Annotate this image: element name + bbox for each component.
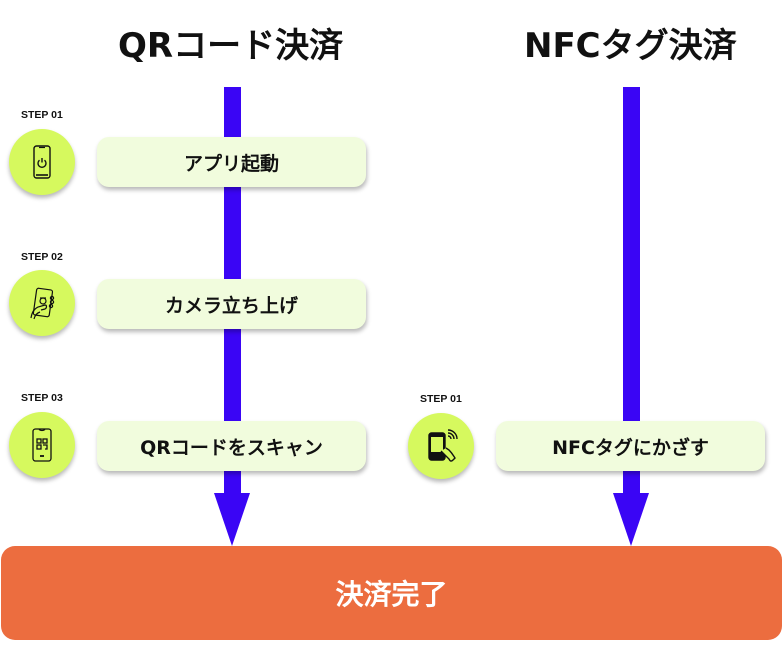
qr-step-2-label: STEP 02 [21,251,63,263]
qr-step-1-box: アプリ起動 [97,137,366,187]
qr-step-1-label: STEP 01 [21,109,63,121]
qr-payment-title: QRコード決済 [118,26,344,66]
nfc-step-1-label: STEP 01 [420,393,462,405]
phone-nfc-tap-icon [428,429,458,462]
nfc-payment-title: NFCタグ決済 [524,26,737,66]
qr-step-3-box: QRコードをスキャン [97,421,366,471]
qr-step-1-icon-circle [9,129,75,195]
qr-step-2-icon-circle [9,270,75,336]
nfc-step-1-box: NFCタグにかざす [496,421,765,471]
qr-step-2-box: カメラ立ち上げ [97,279,366,329]
nfc-flow-arrow-shaft [623,87,640,495]
qr-step-1-text: アプリ起動 [183,152,279,175]
qr-step-2-text: カメラ立ち上げ [164,294,298,317]
phone-qr-code-icon [32,428,52,462]
hand-phone-camera-icon [30,287,55,320]
nfc-step-1-text: NFCタグにかざす [552,436,709,459]
nfc-step-1-icon-circle [408,413,474,479]
qr-step-3-label: STEP 03 [21,392,63,404]
phone-power-icon [33,145,51,179]
payment-complete-text: 決済完了 [335,578,448,611]
nfc-flow-arrow-head [613,493,649,546]
payment-complete-box: 決済完了 [1,546,782,640]
qr-step-3-icon-circle [9,412,75,478]
qr-flow-arrow-head [214,493,250,546]
qr-step-3-text: QRコードをスキャン [140,436,323,459]
